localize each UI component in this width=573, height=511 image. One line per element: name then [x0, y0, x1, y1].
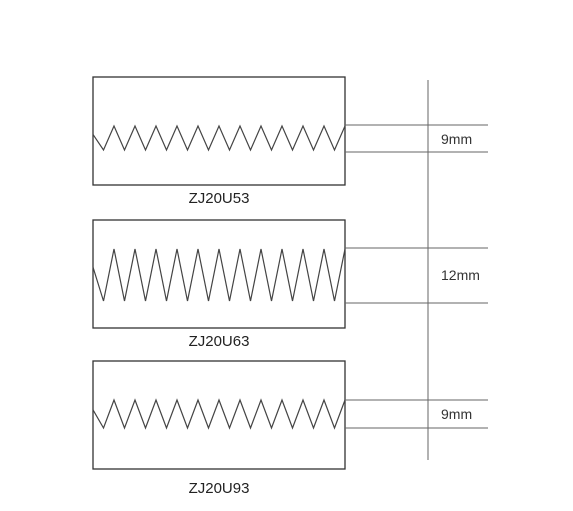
blade-zj20u93: 9mm ZJ20U93 [92, 360, 488, 497]
blade-label: ZJ20U93 [189, 480, 250, 497]
blade-label: ZJ20U53 [189, 190, 250, 207]
blade-teeth [92, 398, 346, 430]
blade-zj20u63: 12mm ZJ20U63 [92, 219, 488, 350]
blade-teeth [92, 248, 346, 302]
blade-teeth [92, 124, 346, 152]
blade-label: ZJ20U63 [189, 333, 250, 350]
dimension-label: 9mm [441, 406, 472, 422]
dimension-label: 9mm [441, 131, 472, 147]
blade-box [92, 360, 346, 470]
dimension-label: 12mm [441, 267, 480, 283]
blade-box [92, 76, 346, 186]
blade-zj20u53: 9mm ZJ20U53 [92, 76, 488, 207]
blade-box [92, 219, 346, 329]
